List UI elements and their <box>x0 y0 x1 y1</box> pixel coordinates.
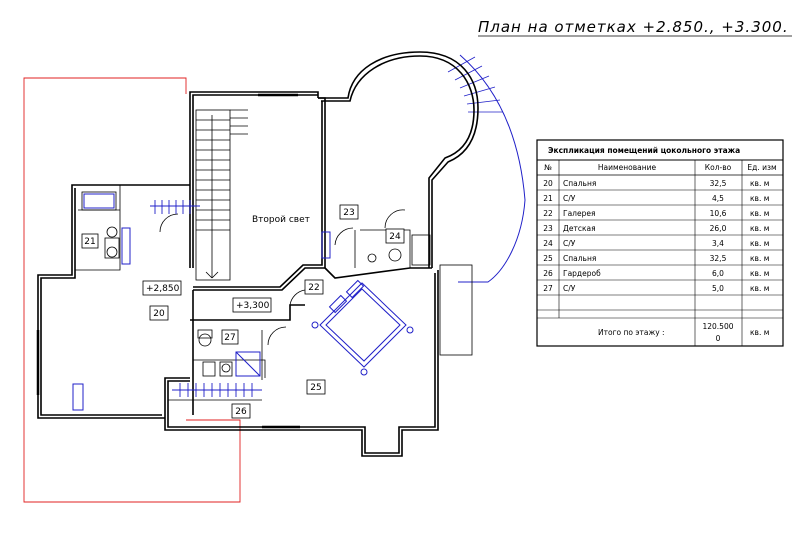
table-caption: Экспликация помещений цокольного этажа <box>548 146 740 155</box>
svg-text:23: 23 <box>343 208 354 218</box>
table-cell-qty: 32,5 <box>710 179 727 188</box>
room-number-27: 27 <box>221 329 239 345</box>
level-mark-2850: +2,850 <box>142 280 182 296</box>
room-schedule-table: Экспликация помещений цокольного этажа №… <box>536 139 784 347</box>
svg-text:24: 24 <box>389 232 401 242</box>
room-number-26: 26 <box>231 403 251 419</box>
table-cell-unit: кв. м <box>750 239 769 248</box>
table-cell-number: 22 <box>543 209 553 218</box>
svg-text:+2,850: +2,850 <box>146 284 180 294</box>
table-cell-qty: 3,4 <box>712 239 724 248</box>
table-cell-qty: 32,5 <box>710 254 727 263</box>
table-total-label: Итого по этажу : <box>598 328 665 337</box>
table-total-value-2: 0 <box>716 334 721 343</box>
table-cell-qty: 4,5 <box>712 194 724 203</box>
room-number-21: 21 <box>81 233 99 249</box>
table-cell-unit: кв. м <box>750 284 769 293</box>
level-mark-3300: +3,300 <box>232 297 272 313</box>
table-cell-unit: кв. м <box>750 194 769 203</box>
room-number-23: 23 <box>339 204 359 220</box>
table-cell-number: 20 <box>543 179 553 188</box>
wardrobe-hangers-bottom <box>172 383 262 397</box>
svg-text:22: 22 <box>308 283 319 293</box>
table-cell-name: Детская <box>563 224 596 233</box>
wardrobe-hangers-top <box>150 200 200 214</box>
table-row: 24 С/У 3,4 кв. м <box>543 239 769 248</box>
external-stair-outline <box>458 54 526 283</box>
plan-title: План на отметках +2.850., +3.300. <box>478 18 789 36</box>
table-row: 25 Спальня 32,5 кв. м <box>543 254 769 263</box>
table-total-value: 120.500 <box>702 322 733 331</box>
table-cell-number: 21 <box>543 194 553 203</box>
table-header-qty: Кол-во <box>705 163 732 172</box>
table-cell-name: Спальня <box>563 179 596 188</box>
table-cell-number: 25 <box>543 254 553 263</box>
room-number-22: 22 <box>304 279 324 295</box>
table-header-name: Наименование <box>598 163 657 172</box>
table-total-row: Итого по этажу : 120.500 0 кв. м <box>598 322 769 343</box>
svg-text:+3,300: +3,300 <box>236 301 270 311</box>
table-cell-name: С/У <box>563 284 576 293</box>
room-number-20: 20 <box>149 305 169 321</box>
table-header-unit: Ед. изм <box>747 163 776 172</box>
svg-text:25: 25 <box>310 383 321 393</box>
table-cell-number: 26 <box>543 269 553 278</box>
svg-text:27: 27 <box>224 333 235 343</box>
room-number-24: 24 <box>385 228 405 244</box>
table-total-unit: кв. м <box>750 328 769 337</box>
table-cell-qty: 6,0 <box>712 269 724 278</box>
table-row: 20 Спальня 32,5 кв. м <box>543 179 769 188</box>
table-cell-name: Галерея <box>563 209 595 218</box>
table-cell-name: С/У <box>563 239 576 248</box>
bed <box>311 279 414 376</box>
door-swings <box>159 209 406 346</box>
table-cell-name: С/У <box>563 194 576 203</box>
table-cell-qty: 26,0 <box>710 224 727 233</box>
table-row: 23 Детская 26,0 кв. м <box>543 224 769 233</box>
svg-text:21: 21 <box>84 237 95 247</box>
table-cell-unit: кв. м <box>750 179 769 188</box>
table-row: 27 С/У 5,0 кв. м <box>543 284 769 293</box>
table-cell-unit: кв. м <box>750 269 769 278</box>
table-cell-name: Спальня <box>563 254 596 263</box>
table-cell-unit: кв. м <box>750 209 769 218</box>
bathroom-fixtures <box>72 191 431 411</box>
room-number-25: 25 <box>306 379 326 395</box>
table-cell-qty: 5,0 <box>712 284 724 293</box>
table-row: 26 Гардероб 6,0 кв. м <box>543 269 769 278</box>
interior-staircase <box>195 109 248 281</box>
table-row: 21 С/У 4,5 кв. м <box>543 194 769 203</box>
second-light-label: Второй свет <box>252 215 310 225</box>
svg-text:20: 20 <box>153 309 165 319</box>
table-cell-name: Гардероб <box>563 269 601 278</box>
table-cell-qty: 10,6 <box>710 209 727 218</box>
table-cell-number: 23 <box>543 224 553 233</box>
svg-text:26: 26 <box>235 407 247 417</box>
red-boundary <box>23 77 241 503</box>
table-cell-number: 24 <box>543 239 553 248</box>
table-cell-unit: кв. м <box>750 254 769 263</box>
table-cell-unit: кв. м <box>750 224 769 233</box>
external-stair-treads <box>447 56 503 113</box>
interior-walls <box>36 93 432 429</box>
table-header-n: № <box>544 163 552 172</box>
table-cell-number: 27 <box>543 284 553 293</box>
table-row: 22 Галерея 10,6 кв. м <box>543 209 769 218</box>
